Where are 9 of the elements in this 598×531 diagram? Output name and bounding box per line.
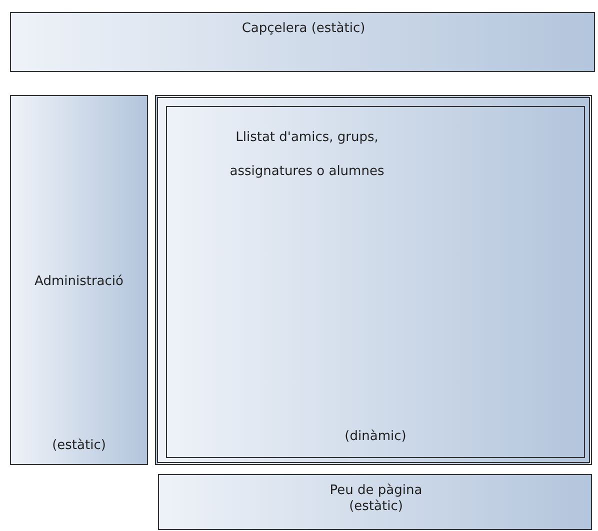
header-band — [10, 12, 595, 72]
panel-title: Peu de pàgina (estàtic) — [328, 483, 424, 515]
panel-title: Administració — [34, 274, 124, 289]
sidebar-panel — [10, 95, 148, 465]
footer-band — [158, 474, 592, 530]
panel-title: Capçelera (estàtic) — [240, 21, 366, 37]
panel-note: (dinàmic) — [344, 429, 408, 444]
panel-note: (estàtic) — [51, 438, 107, 453]
panel-title: Llistat d'amics, grups, assignatures o alumnes — [228, 129, 386, 181]
